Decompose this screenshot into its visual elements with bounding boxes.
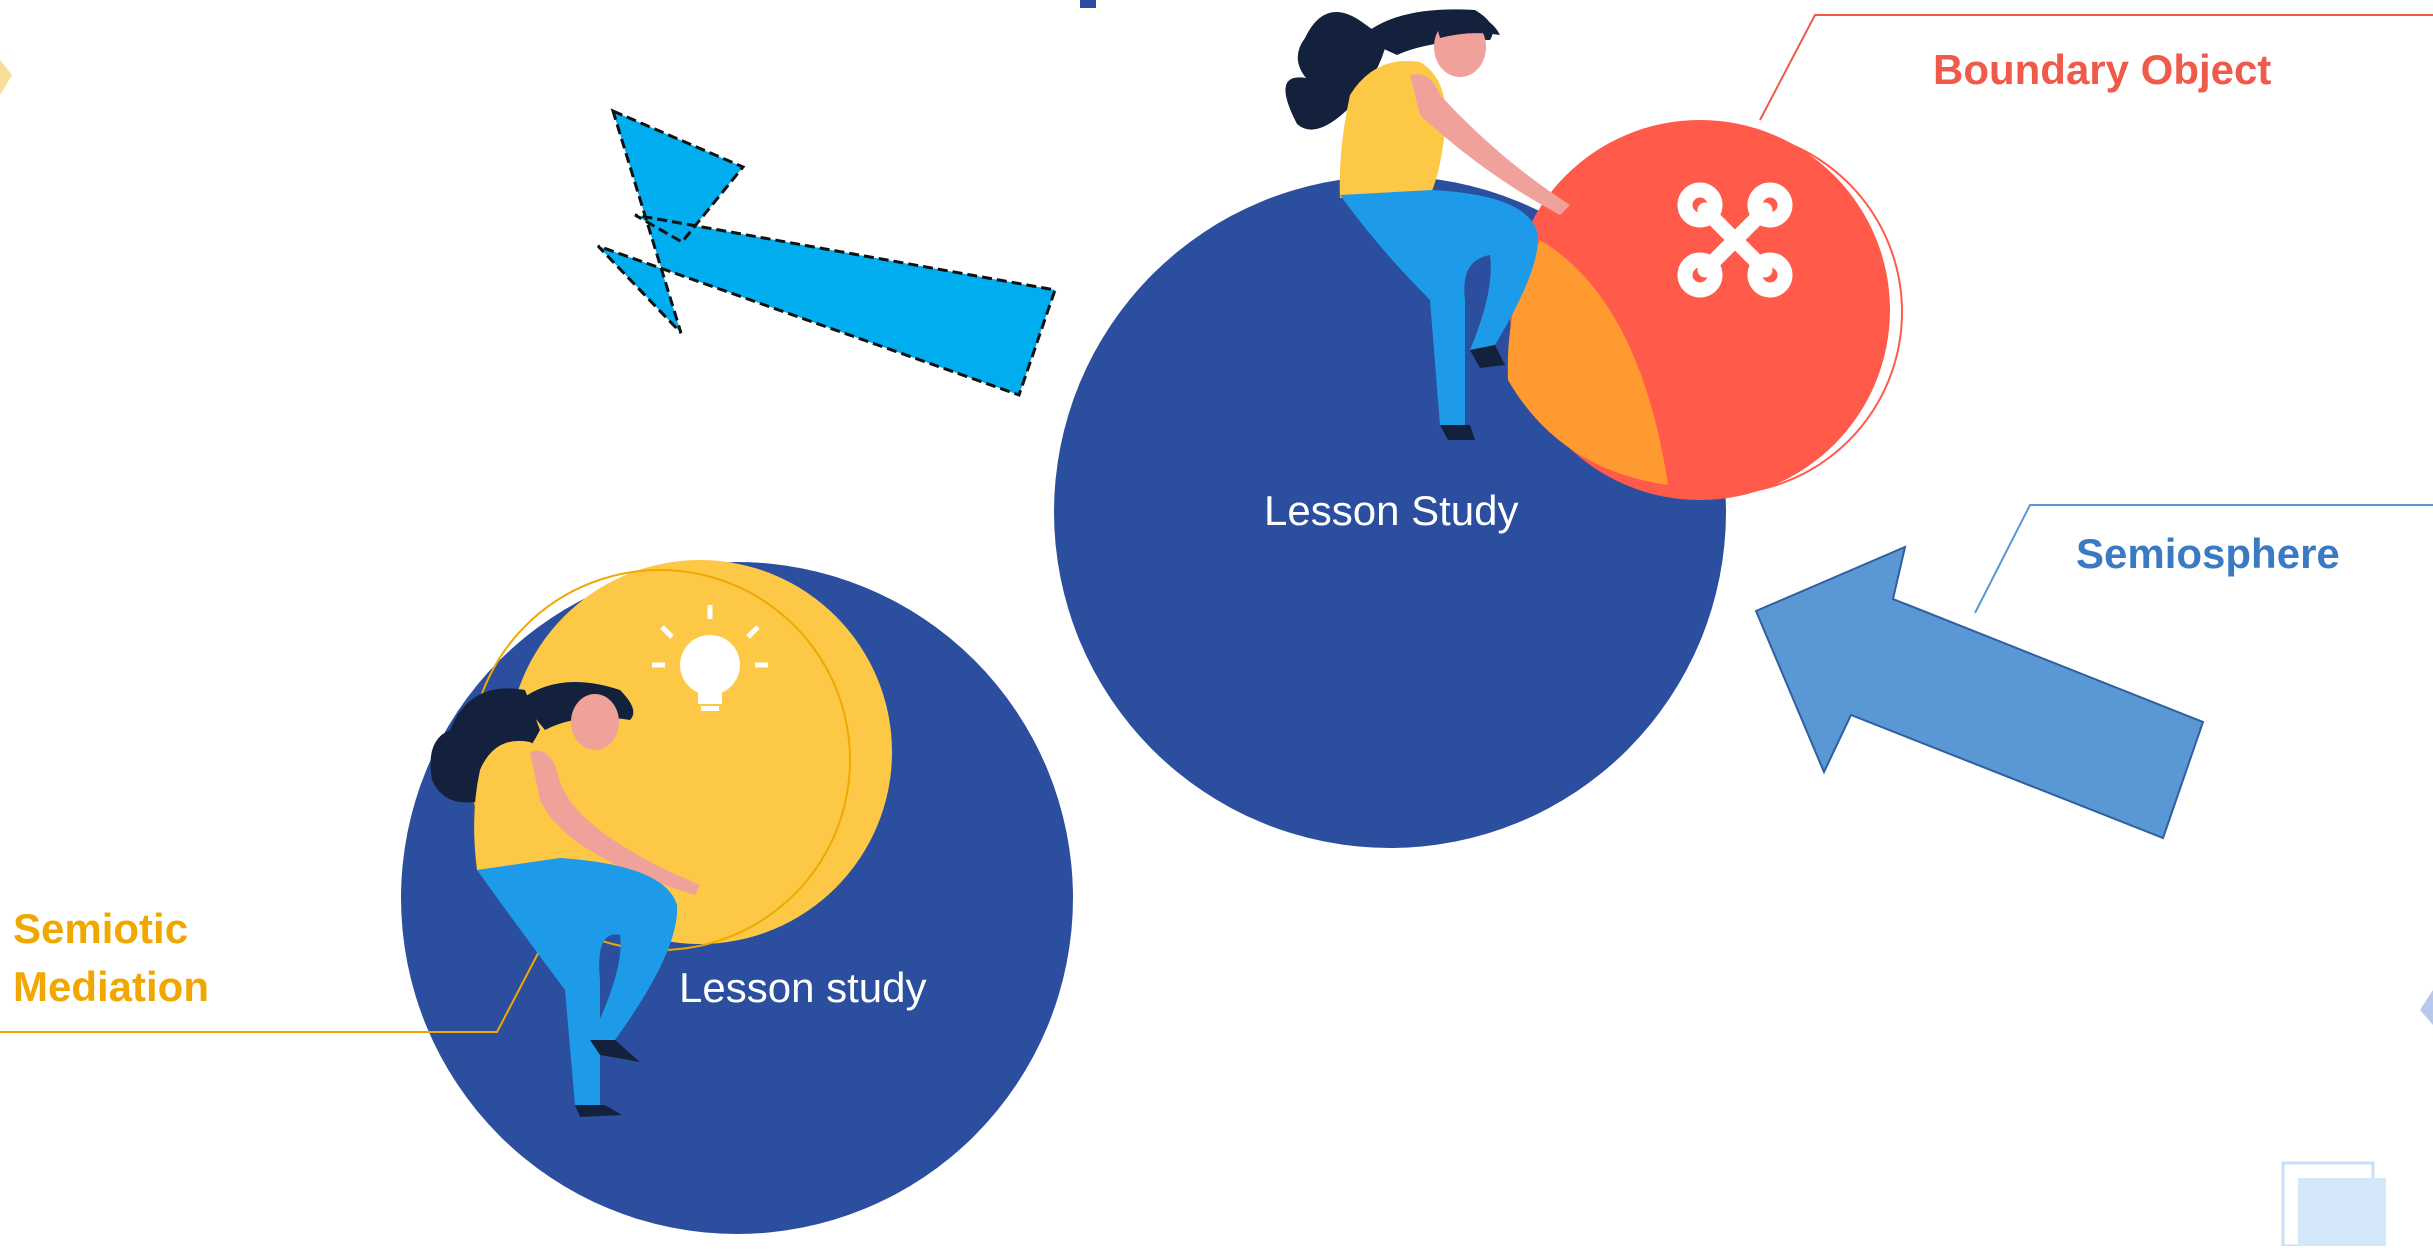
lower-circle-label: Lesson study [679, 964, 927, 1011]
left-edge-decoration [0, 60, 12, 95]
boundary-object-label: Boundary Object [1933, 46, 2272, 93]
dashed-arrow-left [596, 108, 1057, 397]
semiosphere-label: Semiosphere [2076, 530, 2340, 577]
wrench-cross-icon [1677, 182, 1793, 298]
lower-woman-figure [430, 682, 700, 1117]
boundary-object-leader-line [1759, 14, 2433, 121]
upper-circle-label: Lesson Study [1264, 487, 1519, 534]
lightbulb-icon [652, 605, 768, 711]
semiotic-mediation-label-line1: Semiotic [13, 905, 189, 952]
title-fragment [1080, 0, 1096, 8]
solid-arrow-semiosphere [1754, 545, 2205, 840]
semiotic-mediation-label-line2: Mediation [13, 963, 209, 1010]
semiosphere-leader-line [1974, 504, 2433, 614]
decorative-square-fill [2298, 1178, 2386, 1246]
upper-woman-figure [1285, 9, 1570, 440]
semiotic-mediation-leader-line [0, 939, 546, 1033]
boundary-overlap [1507, 240, 1668, 485]
right-edge-decoration [2420, 990, 2433, 1025]
